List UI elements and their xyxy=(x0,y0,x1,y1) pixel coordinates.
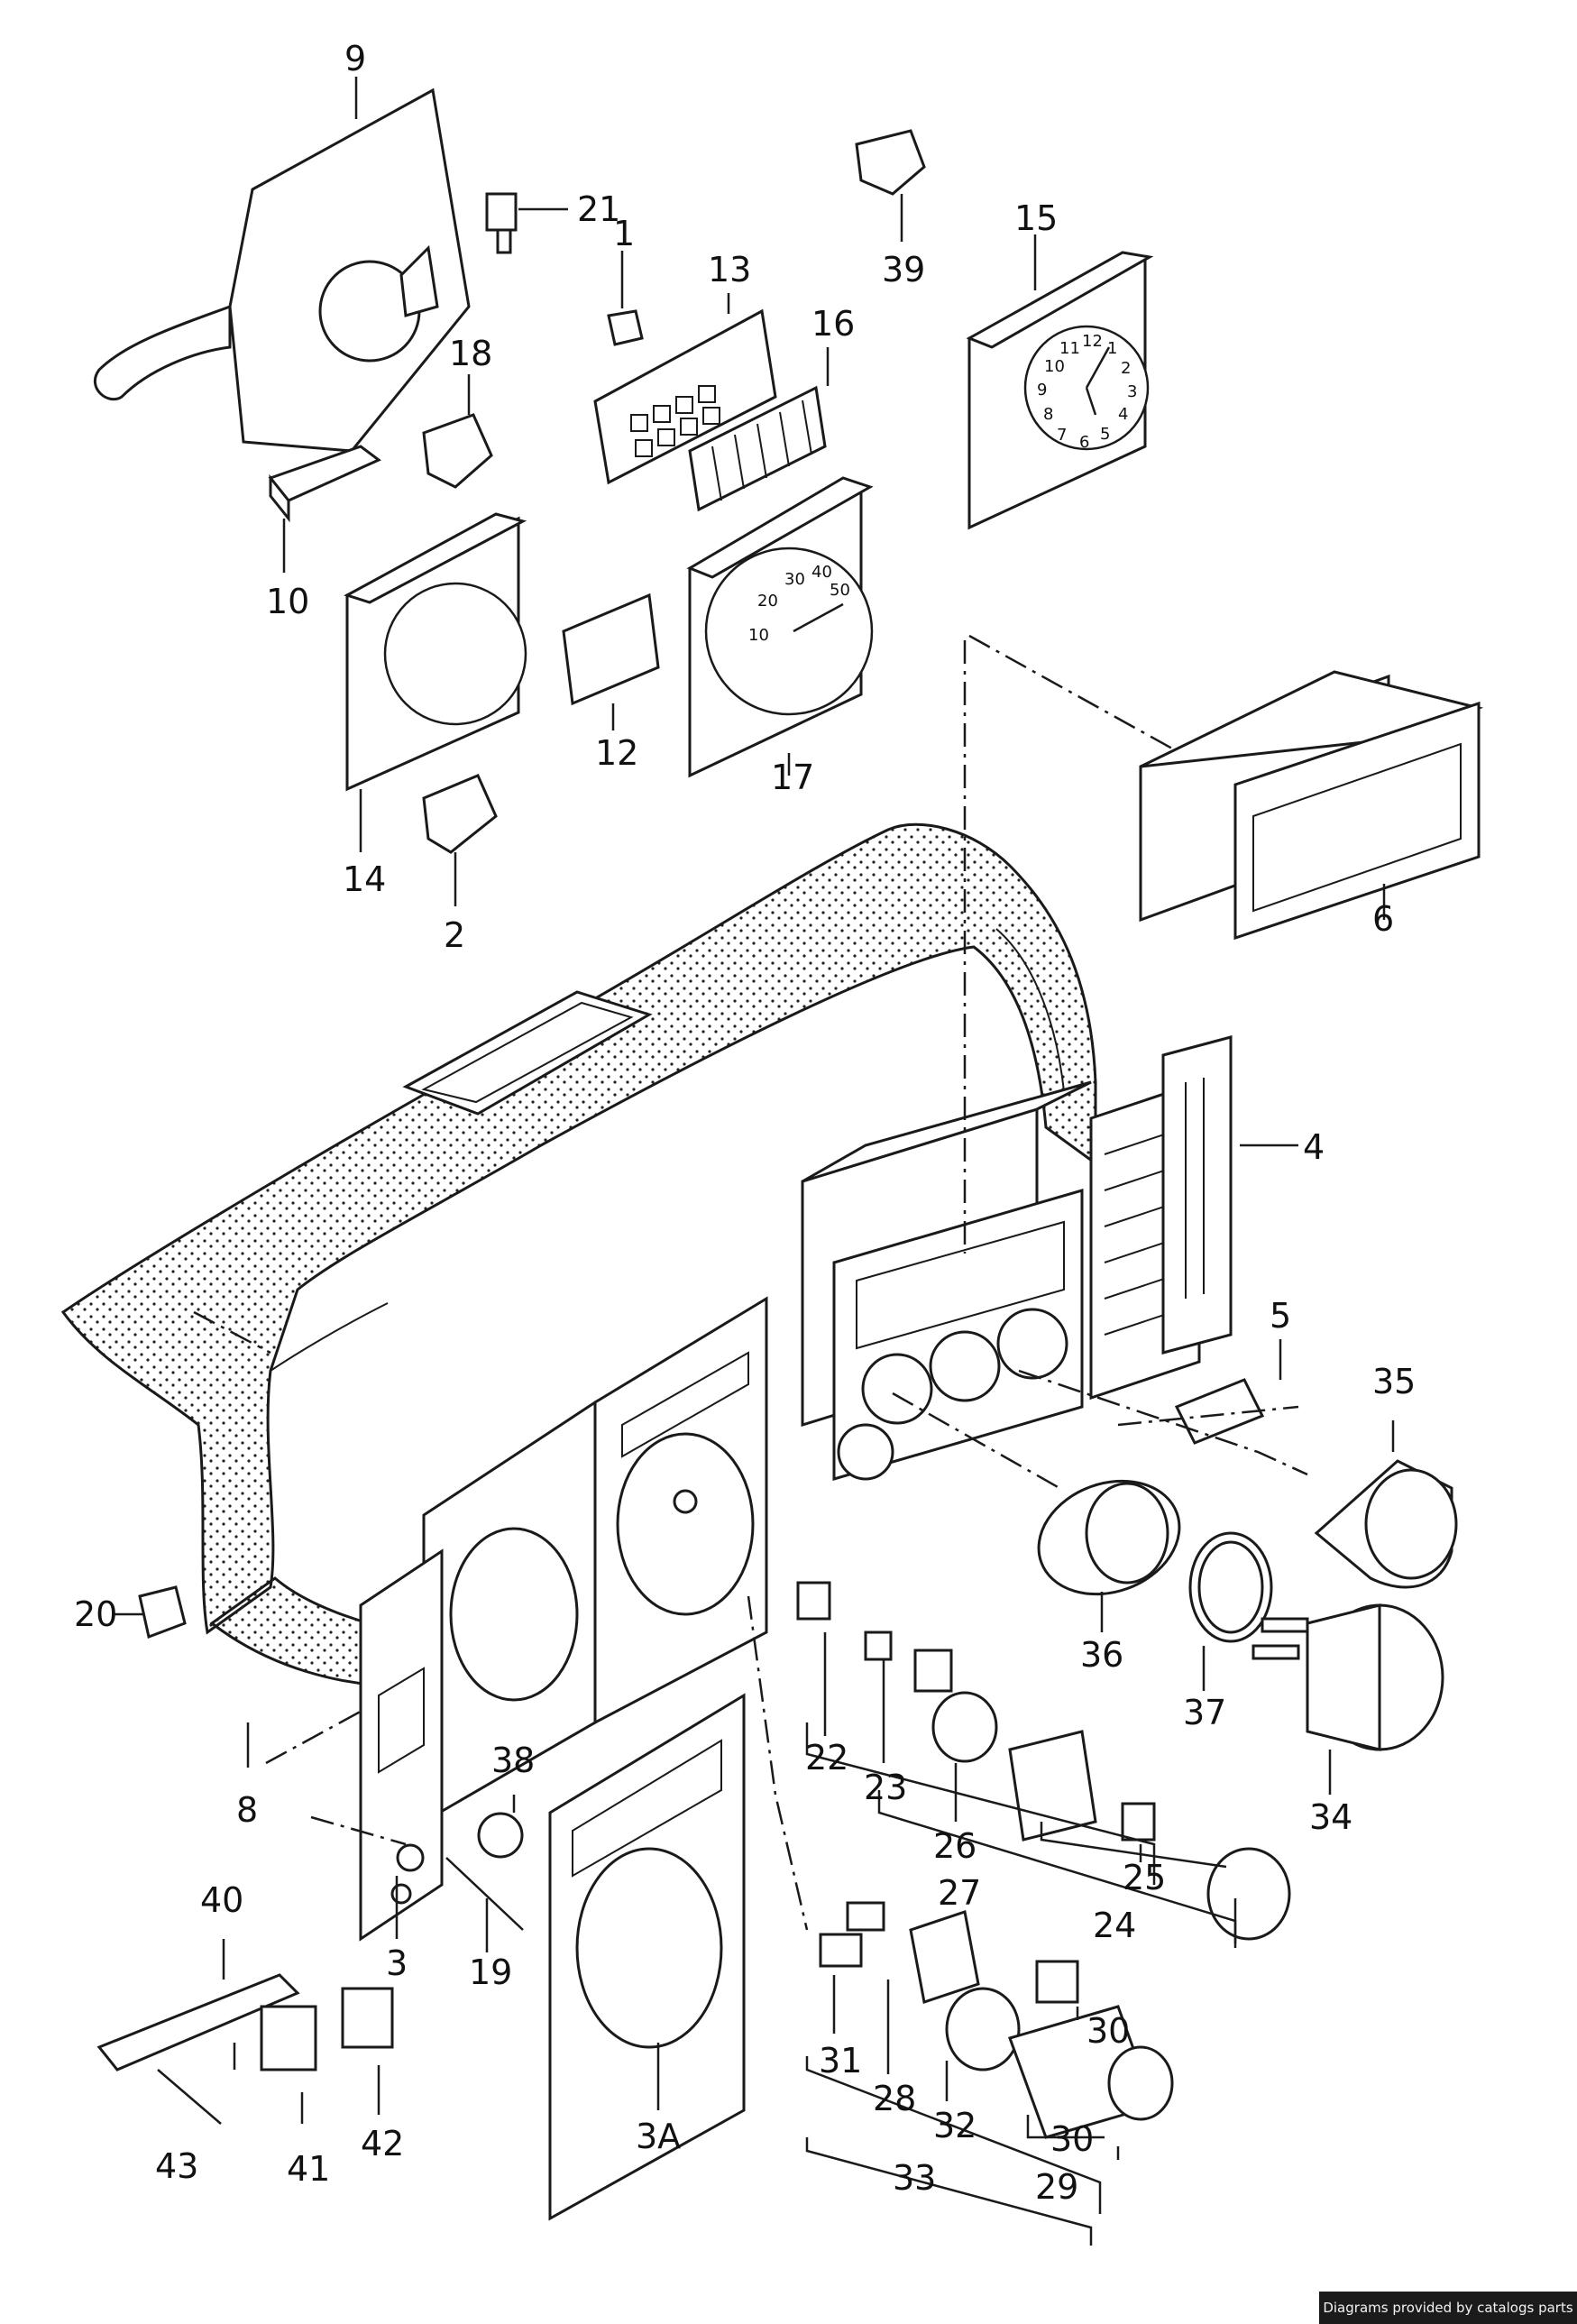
cigarette-lighter xyxy=(819,1901,1174,2139)
svg-text:7: 7 xyxy=(1057,426,1067,445)
connector-10 xyxy=(268,445,381,523)
callout-35: 35 xyxy=(1372,1362,1416,1401)
callout-14: 14 xyxy=(343,859,386,899)
svg-text:12: 12 xyxy=(1082,332,1103,351)
switch-5 xyxy=(1174,1378,1265,1445)
small-parts-left xyxy=(96,1585,524,2125)
bulb-holder-2 xyxy=(422,774,498,854)
warning-lamp-housing-18 xyxy=(422,413,493,489)
callout-30a: 30 xyxy=(1086,2011,1130,2051)
callout-29: 29 xyxy=(1035,2167,1078,2207)
callout-42: 42 xyxy=(361,2124,404,2163)
callout-5: 5 xyxy=(1270,1296,1291,1336)
cover-35 xyxy=(1314,1459,1458,1589)
svg-text:3: 3 xyxy=(1127,382,1137,401)
storage-compartment-6 xyxy=(1139,670,1484,941)
callout-32: 32 xyxy=(933,2106,976,2145)
footer-credit: Diagrams provided by catalogs parts xyxy=(1319,2292,1577,2324)
alignment-lines xyxy=(193,634,1308,1931)
callout-19: 19 xyxy=(469,1952,512,1992)
callout-28: 28 xyxy=(873,2079,916,2118)
svg-text:10: 10 xyxy=(748,626,769,645)
instrument-panel-left xyxy=(359,1296,768,1942)
svg-text:8: 8 xyxy=(1043,405,1053,424)
callout-31: 31 xyxy=(819,2041,862,2081)
callout-3: 3 xyxy=(386,1943,408,1983)
svg-text:40: 40 xyxy=(811,563,832,582)
clock-15: 12 1 2 3 4 5 6 7 8 9 10 11 xyxy=(966,251,1154,530)
bezel-36 xyxy=(1037,1479,1181,1596)
svg-text:50: 50 xyxy=(830,581,850,600)
trim-plate-3a xyxy=(548,1693,746,2221)
callout-17: 17 xyxy=(771,758,814,797)
callout-13: 13 xyxy=(708,250,751,289)
dashboard-padding xyxy=(60,822,1097,1688)
switch-parts xyxy=(796,1581,1291,1941)
svg-text:11: 11 xyxy=(1059,339,1080,358)
svg-text:2: 2 xyxy=(1121,359,1131,378)
speedometer-17: 10 20 30 40 50 xyxy=(686,476,874,778)
callout-10: 10 xyxy=(266,582,309,621)
callout-37: 37 xyxy=(1183,1693,1226,1732)
callout-labels: 9 21 1 13 16 39 15 18 10 12 17 14 2 6 4 … xyxy=(74,39,1416,2207)
callout-23: 23 xyxy=(864,1768,907,1807)
svg-text:30: 30 xyxy=(784,570,805,589)
svg-text:20: 20 xyxy=(757,592,778,611)
callout-38: 38 xyxy=(491,1741,535,1780)
ring-37 xyxy=(1188,1531,1273,1643)
gauge-14 xyxy=(344,512,527,792)
callout-1: 1 xyxy=(613,214,635,253)
speedo-dial-numbers: 10 20 30 40 50 xyxy=(748,563,850,645)
callout-25: 25 xyxy=(1123,1858,1166,1897)
film-16 xyxy=(688,385,827,512)
circuit-board-12 xyxy=(562,592,660,706)
callout-39: 39 xyxy=(882,250,925,289)
callout-33: 33 xyxy=(893,2158,936,2198)
printed-circuit-13 xyxy=(593,308,777,485)
callout-2: 2 xyxy=(444,915,465,955)
radio-housing xyxy=(801,1035,1233,1481)
callout-4: 4 xyxy=(1303,1127,1325,1167)
callout-22: 22 xyxy=(805,1738,848,1777)
callout-43: 43 xyxy=(155,2146,198,2186)
bulb-1 xyxy=(607,309,644,346)
svg-text:6: 6 xyxy=(1079,433,1089,452)
lamp-socket-39 xyxy=(855,129,926,196)
callout-36: 36 xyxy=(1080,1635,1123,1675)
callout-3a: 3A xyxy=(636,2117,681,2156)
svg-text:10: 10 xyxy=(1044,357,1065,376)
callout-30b: 30 xyxy=(1050,2119,1094,2159)
callout-27: 27 xyxy=(938,1873,981,1913)
callout-41: 41 xyxy=(287,2149,330,2189)
callout-21: 21 xyxy=(577,189,620,229)
callout-24: 24 xyxy=(1093,1906,1136,1945)
callout-6: 6 xyxy=(1372,899,1394,939)
plug-21 xyxy=(485,192,518,254)
callout-15: 15 xyxy=(1014,198,1058,238)
mounting-plate-9 xyxy=(93,87,471,453)
callout-40: 40 xyxy=(200,1880,243,1920)
svg-text:1: 1 xyxy=(1107,339,1117,358)
svg-text:5: 5 xyxy=(1100,425,1110,444)
callout-16: 16 xyxy=(811,304,855,344)
callout-12: 12 xyxy=(595,733,638,773)
clock-dial-numbers: 12 1 2 3 4 5 6 7 8 9 10 11 xyxy=(1037,332,1137,452)
callout-34: 34 xyxy=(1309,1797,1352,1837)
svg-text:9: 9 xyxy=(1037,381,1047,400)
callout-26: 26 xyxy=(933,1826,976,1866)
callout-18: 18 xyxy=(449,334,492,373)
callout-20: 20 xyxy=(74,1594,117,1634)
gauge-34 xyxy=(1252,1603,1444,1751)
callout-9: 9 xyxy=(344,39,366,78)
leader-lines xyxy=(113,77,1395,2246)
callout-8: 8 xyxy=(236,1790,258,1830)
svg-text:4: 4 xyxy=(1118,405,1128,424)
